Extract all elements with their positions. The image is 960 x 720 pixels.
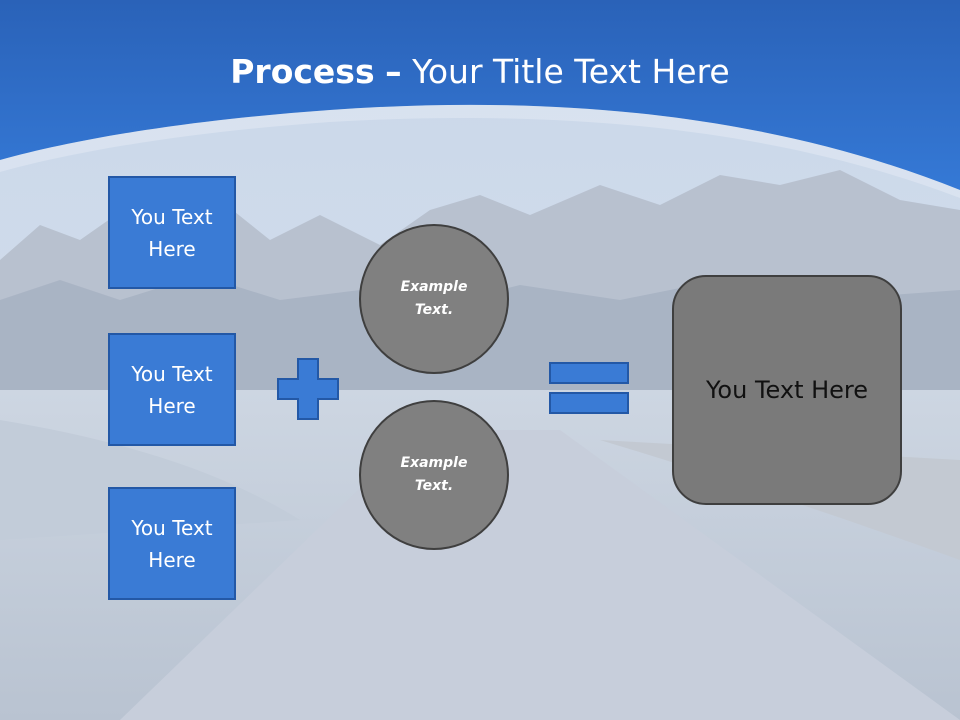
- circle-label: Example Text.: [400, 279, 468, 318]
- example-circle-2[interactable]: Example Text.: [359, 400, 509, 550]
- plus-icon: [277, 358, 339, 420]
- result-box[interactable]: You Text Here: [672, 275, 902, 505]
- input-box-label: You Text Here: [131, 204, 213, 261]
- title-rest: Your Title Text Here: [412, 52, 730, 91]
- input-box-2[interactable]: You Text Here: [108, 333, 236, 446]
- circle-label: Example Text.: [400, 455, 468, 494]
- example-circle-1[interactable]: Example Text.: [359, 224, 509, 374]
- input-box-3[interactable]: You Text Here: [108, 487, 236, 600]
- equals-icon: [549, 362, 629, 414]
- input-box-label: You Text Here: [131, 515, 213, 572]
- title-dash: –: [385, 52, 402, 91]
- result-label: You Text Here: [705, 376, 869, 404]
- input-box-label: You Text Here: [131, 361, 213, 418]
- input-box-1[interactable]: You Text Here: [108, 176, 236, 289]
- slide-title: Process – Your Title Text Here: [0, 52, 960, 91]
- title-bold: Process: [230, 52, 375, 91]
